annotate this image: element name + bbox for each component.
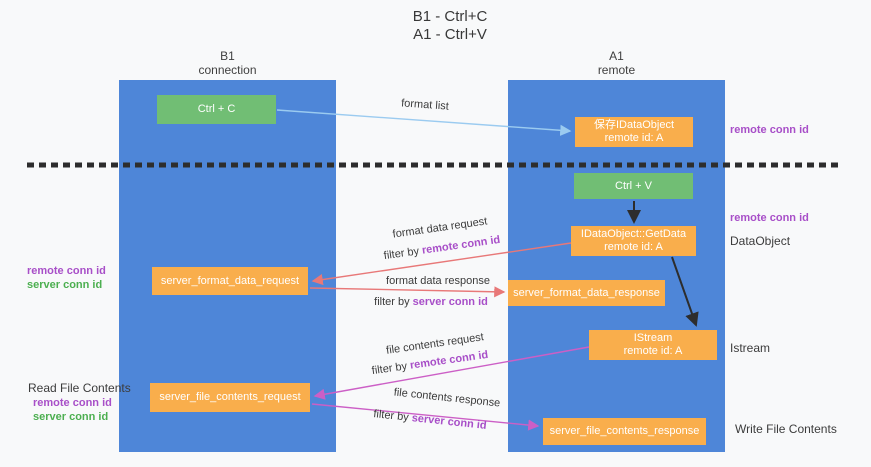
server-file-contents-response-box: server_file_contents_response — [543, 418, 706, 445]
column-header-b1: B1 connection — [119, 49, 336, 77]
server-format-data-response-box: server_format_data_response — [508, 280, 665, 306]
idataobject-getdata-box: IDataObject::GetData remote id: A — [571, 226, 696, 256]
ctrl-c-label: Ctrl + C — [197, 103, 236, 115]
istream-line1: IStream — [633, 332, 673, 344]
format-request-conn-id-labels: remote conn id server conn id — [27, 264, 106, 292]
server-conn-id-label: server conn id — [33, 411, 109, 423]
remote-conn-id-label: remote conn id — [33, 397, 112, 409]
format-list-arrow — [276, 109, 572, 136]
file-response-arrow — [311, 403, 540, 431]
column-a1-subtitle: remote — [597, 63, 636, 77]
server-format-data-request-label: server_format_data_request — [160, 274, 300, 287]
remote-conn-id-label-top: remote conn id — [730, 124, 809, 136]
format-response-filter-label: filter by server conn id — [351, 296, 511, 308]
saved-idataobject-box: 保存IDataObject remote id: A — [575, 117, 693, 147]
format-response-arrow — [309, 286, 506, 298]
file-request-arrow — [313, 346, 590, 400]
format-data-response-label: format data response — [386, 275, 490, 287]
istream-line2: remote id: A — [623, 345, 683, 357]
getdata-to-istream-arrow — [671, 256, 699, 327]
saved-idataobject-line1: 保存IDataObject — [593, 119, 675, 131]
server-format-data-response-label: server_format_data_response — [513, 286, 660, 299]
column-b1-subtitle: connection — [198, 63, 257, 77]
filter-server-conn-id: server conn id — [412, 296, 488, 308]
read-file-contents-label: Read File Contents — [28, 381, 131, 395]
remote-conn-id-label-mid: remote conn id — [730, 212, 809, 224]
istream-box: IStream remote id: A — [589, 330, 717, 360]
server-file-contents-response-label: server_file_contents_response — [549, 425, 700, 437]
getdata-line2: remote id: A — [604, 241, 663, 253]
saved-idataobject-line2: remote id: A — [604, 132, 664, 144]
format-request-arrow — [311, 242, 572, 286]
remote-conn-id-label: remote conn id — [27, 265, 106, 277]
server-file-contents-request-box: server_file_contents_request — [150, 383, 310, 412]
ctrl-v-box: Ctrl + V — [574, 173, 693, 199]
ctrl-v-label: Ctrl + V — [615, 179, 652, 192]
write-file-contents-label: Write File Contents — [735, 422, 837, 436]
title-line-2: A1 - Ctrl+V — [413, 26, 487, 43]
server-format-data-request-box: server_format_data_request — [152, 267, 308, 295]
ctrl-c-box: Ctrl + C — [157, 95, 276, 124]
server-file-contents-request-label: server_file_contents_request — [159, 391, 301, 403]
column-a1-name: A1 — [609, 49, 624, 63]
file-request-conn-id-labels: remote conn id server conn id — [33, 396, 112, 424]
server-conn-id-label: server conn id — [27, 279, 103, 291]
column-header-a1: A1 remote — [508, 49, 725, 77]
istream-side-label: Istream — [730, 341, 771, 355]
filter-by-prefix: filter by — [374, 296, 413, 308]
dataobject-label: DataObject — [730, 234, 791, 248]
title-line-1: B1 - Ctrl+C — [412, 8, 488, 25]
column-b1-name: B1 — [220, 49, 235, 63]
diagram-title: B1 - Ctrl+C A1 - Ctrl+V — [350, 8, 550, 44]
getdata-line1: IDataObject::GetData — [580, 228, 687, 240]
